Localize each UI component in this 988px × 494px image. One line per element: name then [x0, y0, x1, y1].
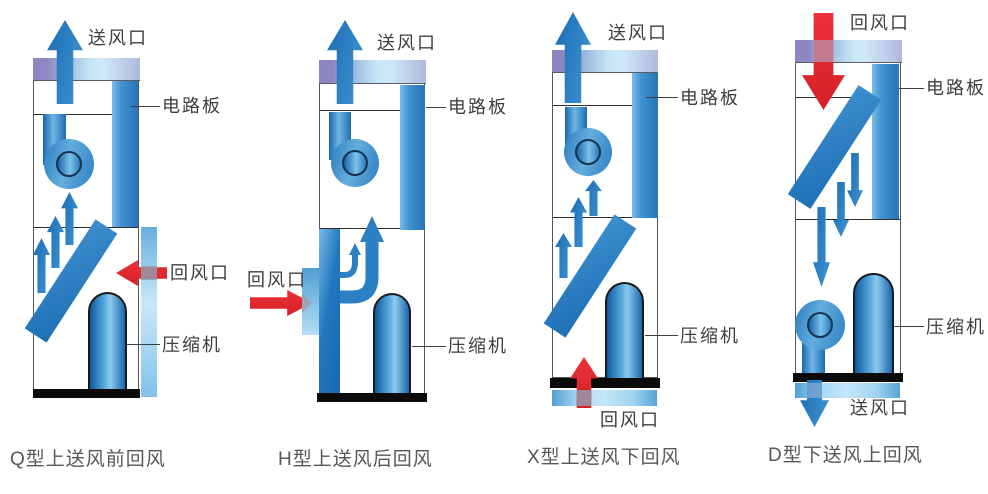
base-plate [317, 393, 427, 402]
supply-outlet-label: 送风口 [850, 398, 910, 418]
return-grille-strip [552, 390, 657, 406]
curved-airflow-arrows [340, 216, 384, 304]
return-inlet-label: 回风口 [850, 13, 910, 33]
base-plate [33, 389, 140, 398]
supply-outlet-label: 送风口 [608, 23, 668, 43]
partition-line [553, 105, 632, 106]
unit-x: 送风口 电路板 压缩机 回风口 X型上送风下回风 [494, 0, 741, 494]
overlap-shade [141, 266, 157, 280]
compressor-shape [88, 292, 127, 389]
unit-caption: Q型上送风前回风 [10, 449, 166, 470]
circuit-board-shape [112, 81, 138, 227]
compressor-label: 压缩机 [448, 336, 508, 356]
compressor-shape [373, 293, 411, 393]
overlap-shade [577, 390, 591, 406]
partition-line [553, 217, 657, 218]
partition-line [796, 219, 900, 220]
overlap-shade [302, 293, 312, 313]
unit-caption: X型上送风下回风 [527, 447, 681, 468]
evaporator-coil [319, 229, 340, 393]
circuit-board-shape [632, 73, 658, 218]
return-inlet-label: 回风口 [170, 263, 230, 283]
base-plate [550, 378, 660, 388]
unit-d: 回风口 电路板 压缩机 送风口 D型下送风上回风 [741, 0, 988, 494]
return-band [795, 40, 902, 63]
leader-line [894, 326, 924, 327]
compressor-shape [605, 282, 644, 378]
circuit-board-label: 电路板 [448, 97, 508, 117]
overlap-shade [813, 40, 834, 62]
unit-q: 送风口 电路板 回风口 压缩机 Q型上送风前回风 [0, 0, 247, 494]
supply-band [319, 60, 426, 84]
partition-line [34, 114, 113, 115]
return-inlet-label: 回风口 [247, 270, 307, 290]
partition-line [34, 227, 138, 228]
supply-band [33, 58, 140, 81]
fan-hub [342, 150, 368, 176]
leader-line [131, 106, 160, 107]
unit-caption: H型上送风后回风 [278, 449, 433, 470]
circuit-board-label: 电路板 [926, 78, 986, 98]
leader-line [899, 88, 924, 89]
fan-hub [56, 151, 82, 177]
fan-hub [575, 139, 601, 165]
leader-line [426, 107, 446, 108]
circuit-board-shape [400, 85, 425, 230]
supply-outlet-label: 送风口 [377, 33, 437, 53]
compressor-label: 压缩机 [162, 335, 222, 355]
compressor-shape [853, 273, 894, 373]
compressor-label: 压缩机 [926, 317, 986, 337]
partition-line [796, 97, 873, 98]
circuit-board-shape [872, 64, 899, 219]
circuit-board-label: 电路板 [680, 88, 740, 108]
unit-caption: D型下送风上回风 [768, 445, 923, 466]
partition-line [320, 110, 400, 111]
return-inlet-label: 回风口 [600, 410, 660, 430]
unit-h: 送风口 电路板 回风口 压缩机 H型上送风后回风 [247, 0, 506, 494]
circuit-board-label: 电路板 [162, 96, 222, 116]
compressor-label: 压缩机 [680, 326, 740, 346]
base-plate [793, 373, 903, 382]
return-grille-strip [141, 227, 157, 397]
leader-line [127, 344, 160, 345]
overlap-shade [807, 383, 822, 398]
fan-hub [807, 312, 833, 338]
leader-line [412, 346, 446, 347]
leader-line [645, 335, 678, 336]
leader-line [646, 97, 678, 98]
supply-outlet-label: 送风口 [88, 28, 148, 48]
